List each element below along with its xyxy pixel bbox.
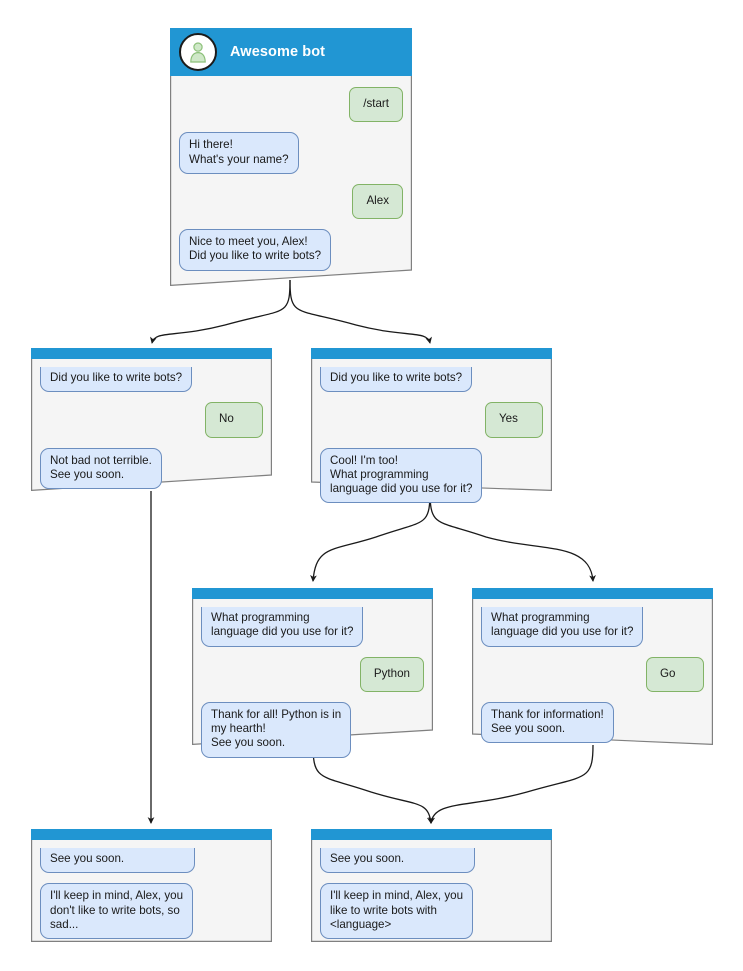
- message-list-python-branch: What programming language did you use fo…: [192, 599, 433, 758]
- node-header-end-happy: [311, 829, 552, 840]
- user-message-bubble[interactable]: Go: [646, 656, 704, 692]
- bot-message-bubble[interactable]: Thank for information! See you soon.: [481, 701, 614, 744]
- message-row: Yes: [320, 402, 543, 438]
- bot-message-bubble[interactable]: Thank for all! Python is in my hearth! S…: [201, 701, 352, 758]
- node-header-root: Awesome bot: [170, 28, 412, 76]
- person-icon: [190, 42, 206, 63]
- message-row: Did you like to write bots?: [320, 367, 543, 393]
- bot-avatar: [179, 33, 217, 71]
- user-message-bubble[interactable]: Python: [359, 656, 424, 692]
- message-list-end-sad: See you soon. I'll keep in mind, Alex, y…: [31, 840, 272, 942]
- bot-message-bubble[interactable]: I'll keep in mind, Alex, you like to wri…: [320, 883, 474, 940]
- node-header-no-branch: [31, 348, 272, 359]
- chat-node-no-branch[interactable]: Did you like to write bots? No Not bad n…: [31, 348, 272, 491]
- user-message-bubble[interactable]: Yes: [485, 402, 543, 438]
- node-header-end-sad: [31, 829, 272, 840]
- message-list-yes-branch: Did you like to write bots? Yes Cool! I'…: [311, 359, 552, 504]
- bot-message-bubble[interactable]: Not bad not terrible. See you soon.: [40, 447, 162, 490]
- message-row: What programming language did you use fo…: [201, 607, 424, 647]
- message-list-root: /start Hi there! What's your name? Alex …: [170, 76, 412, 286]
- edge-root-to-yes: [289, 279, 432, 344]
- chat-node-end-sad[interactable]: See you soon. I'll keep in mind, Alex, y…: [31, 829, 272, 942]
- user-message-bubble[interactable]: /start: [349, 87, 403, 123]
- message-row: Cool! I'm too! What programming language…: [320, 447, 543, 504]
- message-list-no-branch: Did you like to write bots? No Not bad n…: [31, 359, 272, 491]
- bot-message-bubble[interactable]: Did you like to write bots?: [320, 367, 473, 393]
- user-message-bubble[interactable]: Alex: [352, 183, 403, 220]
- bot-message-bubble[interactable]: What programming language did you use fo…: [201, 607, 364, 647]
- message-row: Nice to meet you, Alex! Did you like to …: [179, 229, 403, 271]
- bot-message-bubble[interactable]: Did you like to write bots?: [40, 367, 193, 393]
- user-message-bubble[interactable]: No: [205, 402, 263, 438]
- chat-node-python-branch[interactable]: What programming language did you use fo…: [192, 588, 433, 758]
- message-row: See you soon.: [320, 848, 543, 874]
- bot-message-bubble[interactable]: I'll keep in mind, Alex, you don't like …: [40, 883, 194, 940]
- edge-root-to-no: [150, 279, 291, 344]
- message-list-end-happy: See you soon. I'll keep in mind, Alex, y…: [311, 840, 552, 942]
- bot-message-bubble[interactable]: Hi there! What's your name?: [179, 132, 299, 174]
- chat-node-root[interactable]: Awesome bot /start Hi there! What's your…: [170, 28, 412, 286]
- message-row: /start: [179, 87, 403, 123]
- chat-node-go-branch[interactable]: What programming language did you use fo…: [472, 588, 713, 745]
- message-row: Hi there! What's your name?: [179, 132, 403, 174]
- bot-message-bubble[interactable]: See you soon.: [40, 848, 195, 874]
- bot-message-bubble[interactable]: Cool! I'm too! What programming language…: [320, 447, 483, 504]
- chat-node-yes-branch[interactable]: Did you like to write bots? Yes Cool! I'…: [311, 348, 552, 504]
- message-row: Not bad not terrible. See you soon.: [40, 447, 263, 490]
- bot-name-label: Awesome bot: [230, 44, 326, 60]
- message-row: See you soon.: [40, 848, 263, 874]
- bot-message-bubble[interactable]: Nice to meet you, Alex! Did you like to …: [179, 229, 332, 271]
- bot-message-bubble[interactable]: See you soon.: [320, 848, 475, 874]
- edge-yes-to-python: [310, 490, 431, 582]
- edge-go-to-end-happy: [428, 744, 594, 824]
- message-row: What programming language did you use fo…: [481, 607, 704, 647]
- node-header-python-branch: [192, 588, 433, 599]
- message-row: Go: [481, 656, 704, 692]
- message-row: Thank for information! See you soon.: [481, 701, 704, 744]
- node-header-yes-branch: [311, 348, 552, 359]
- message-row: Python: [201, 656, 424, 692]
- message-row: Alex: [179, 183, 403, 220]
- chat-node-end-happy[interactable]: See you soon. I'll keep in mind, Alex, y…: [311, 829, 552, 942]
- bot-message-bubble[interactable]: What programming language did you use fo…: [481, 607, 644, 647]
- message-list-go-branch: What programming language did you use fo…: [472, 599, 713, 745]
- node-header-go-branch: [472, 588, 713, 599]
- message-row: I'll keep in mind, Alex, you like to wri…: [320, 883, 543, 940]
- edge-yes-to-go: [429, 490, 596, 582]
- message-row: No: [40, 402, 263, 438]
- message-row: Did you like to write bots?: [40, 367, 263, 393]
- message-row: Thank for all! Python is in my hearth! S…: [201, 701, 424, 758]
- message-row: I'll keep in mind, Alex, you don't like …: [40, 883, 263, 940]
